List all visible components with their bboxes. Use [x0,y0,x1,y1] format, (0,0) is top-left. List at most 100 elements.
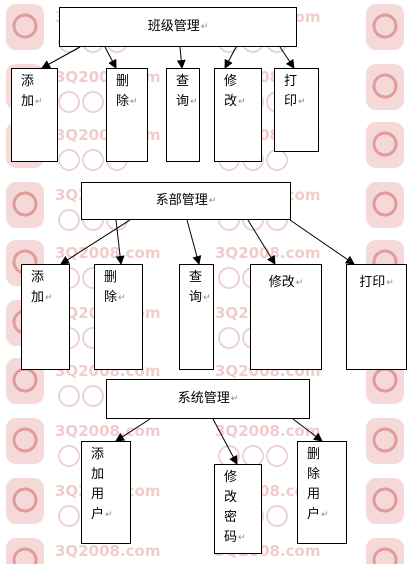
department-management-title: 系部管理 [155,193,208,208]
watermark-text: 3Q2008.com [215,422,320,440]
class-query-node: 查询↵ [166,68,200,162]
return-mark: ↵ [45,293,53,303]
olympic-ring-watermark-icon [266,445,288,467]
seal-watermark-icon [6,418,44,464]
connector-arrow [289,219,355,265]
department-query-label: 查询↵ [189,268,213,308]
return-mark: ↵ [203,293,211,303]
connector-arrow [186,219,202,265]
label-character: 询↵ [189,290,211,305]
system-management-title: 系统管理 [177,391,230,406]
seal-watermark-icon [6,4,44,50]
department-print-node: 打印↵ [346,264,407,370]
class-management-node: 班级管理↵ [59,7,297,47]
watermark-text: 3Q2008.com [55,422,160,440]
label-character: 查 [176,74,190,89]
system-change-password-node: 修改密码↵ [214,464,262,554]
class-management-title: 班级管理 [147,19,200,34]
class-query-label: 查询↵ [176,72,199,112]
connector-arrow [247,219,276,265]
label-character: 印↵ [284,94,306,109]
class-delete-label: 删除↵ [116,72,147,112]
label-character: 查 [189,270,203,285]
label-character: 修 [224,470,238,485]
label-character: 户↵ [91,507,113,522]
return-mark: ↵ [105,510,113,520]
olympic-ring-watermark-icon [266,505,288,527]
class-print-node: 打印↵ [274,68,319,152]
seal-watermark-icon [366,478,404,524]
label-character: 码↵ [224,530,246,545]
label-character: 加↵ [31,290,53,305]
return-mark: ↵ [35,97,43,107]
class-print-label: 打印↵ [284,72,318,112]
watermark-text: 3Q2008.com [55,244,160,262]
department-add-node: 添加↵ [21,264,70,370]
connector-arrow [279,46,295,69]
seal-watermark-icon [366,182,404,228]
label-character: 除↵ [116,94,138,109]
system-management-node: 系统管理↵ [106,379,310,419]
seal-watermark-icon [6,182,44,228]
olympic-ring-watermark-icon [58,385,80,407]
return-mark: ↵ [298,97,306,107]
label-character: 除↵ [104,290,126,305]
seal-watermark-icon [6,478,44,524]
label-character: 删 [307,447,321,462]
connector-arrow [115,219,125,265]
olympic-ring-watermark-icon [58,445,80,467]
class-delete-node: 删除↵ [106,68,148,162]
return-mark: ↵ [130,97,138,107]
department-delete-label: 删除↵ [104,268,142,308]
olympic-ring-watermark-icon [218,267,240,289]
label-character: 改↵ [224,94,246,109]
system-delete-user-node: 删除用户↵ [297,441,347,544]
label-character: 删 [104,270,118,285]
olympic-ring-watermark-icon [58,149,80,171]
olympic-ring-watermark-icon [82,149,104,171]
connector-arrow [60,219,131,265]
label-character: 询↵ [176,94,198,109]
department-delete-node: 删除↵ [94,264,143,370]
label-character: 户↵ [307,507,329,522]
label-character: 加↵ [21,94,43,109]
connector-arrow [115,418,151,442]
connector-arrow [212,418,238,465]
label-character: 密 [224,510,238,525]
return-mark: ↵ [238,97,246,107]
department-print-label: 打印 [359,275,386,290]
department-management-node: 系部管理↵ [81,182,291,220]
department-query-node: 查询↵ [179,264,214,370]
return-mark: ↵ [190,97,198,107]
connector-arrow [224,46,237,69]
class-add-node: 添加↵ [11,68,58,162]
return-mark: ↵ [118,293,126,303]
label-character: 添 [21,74,35,89]
system-add-user-label: 添加用户↵ [91,445,130,525]
connector-arrow [104,46,117,69]
label-character: 用 [307,487,321,502]
watermark-text: 3Q2008.com [55,542,160,560]
label-character: 删 [116,74,130,89]
class-modify-label: 修改↵ [224,72,261,112]
connector-arrow [292,418,323,442]
seal-watermark-icon [366,122,404,168]
label-character: 添 [91,447,105,462]
department-modify-node: 修改↵ [250,264,322,370]
return-mark: ↵ [238,533,246,543]
olympic-ring-watermark-icon [82,385,104,407]
system-delete-user-label: 删除用户↵ [307,445,346,525]
class-add-label: 添加↵ [21,72,57,112]
label-character: 修 [224,74,238,89]
olympic-ring-watermark-icon [218,327,240,349]
system-add-user-node: 添加用户↵ [81,441,131,544]
olympic-ring-watermark-icon [58,209,80,231]
seal-watermark-icon [366,418,404,464]
label-character: 除 [307,467,321,482]
department-add-label: 添加↵ [31,268,69,308]
olympic-ring-watermark-icon [58,505,80,527]
system-change-password-label: 修改密码↵ [224,468,261,548]
olympic-ring-watermark-icon [58,91,80,113]
